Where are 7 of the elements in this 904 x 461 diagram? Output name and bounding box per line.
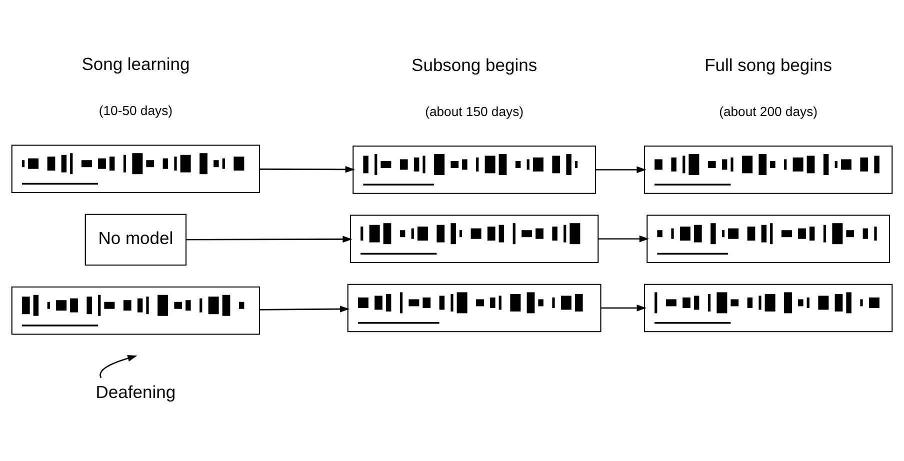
label: Full song begins — [704, 54, 832, 74]
label: (10-50 days) — [98, 102, 172, 118]
label: Song learning — [82, 54, 190, 74]
node-text: Deafening — [96, 382, 176, 402]
label: (about 150 days) — [425, 103, 524, 118]
label: Subsong begins — [412, 54, 538, 74]
label: (about 200 days) — [719, 103, 818, 118]
